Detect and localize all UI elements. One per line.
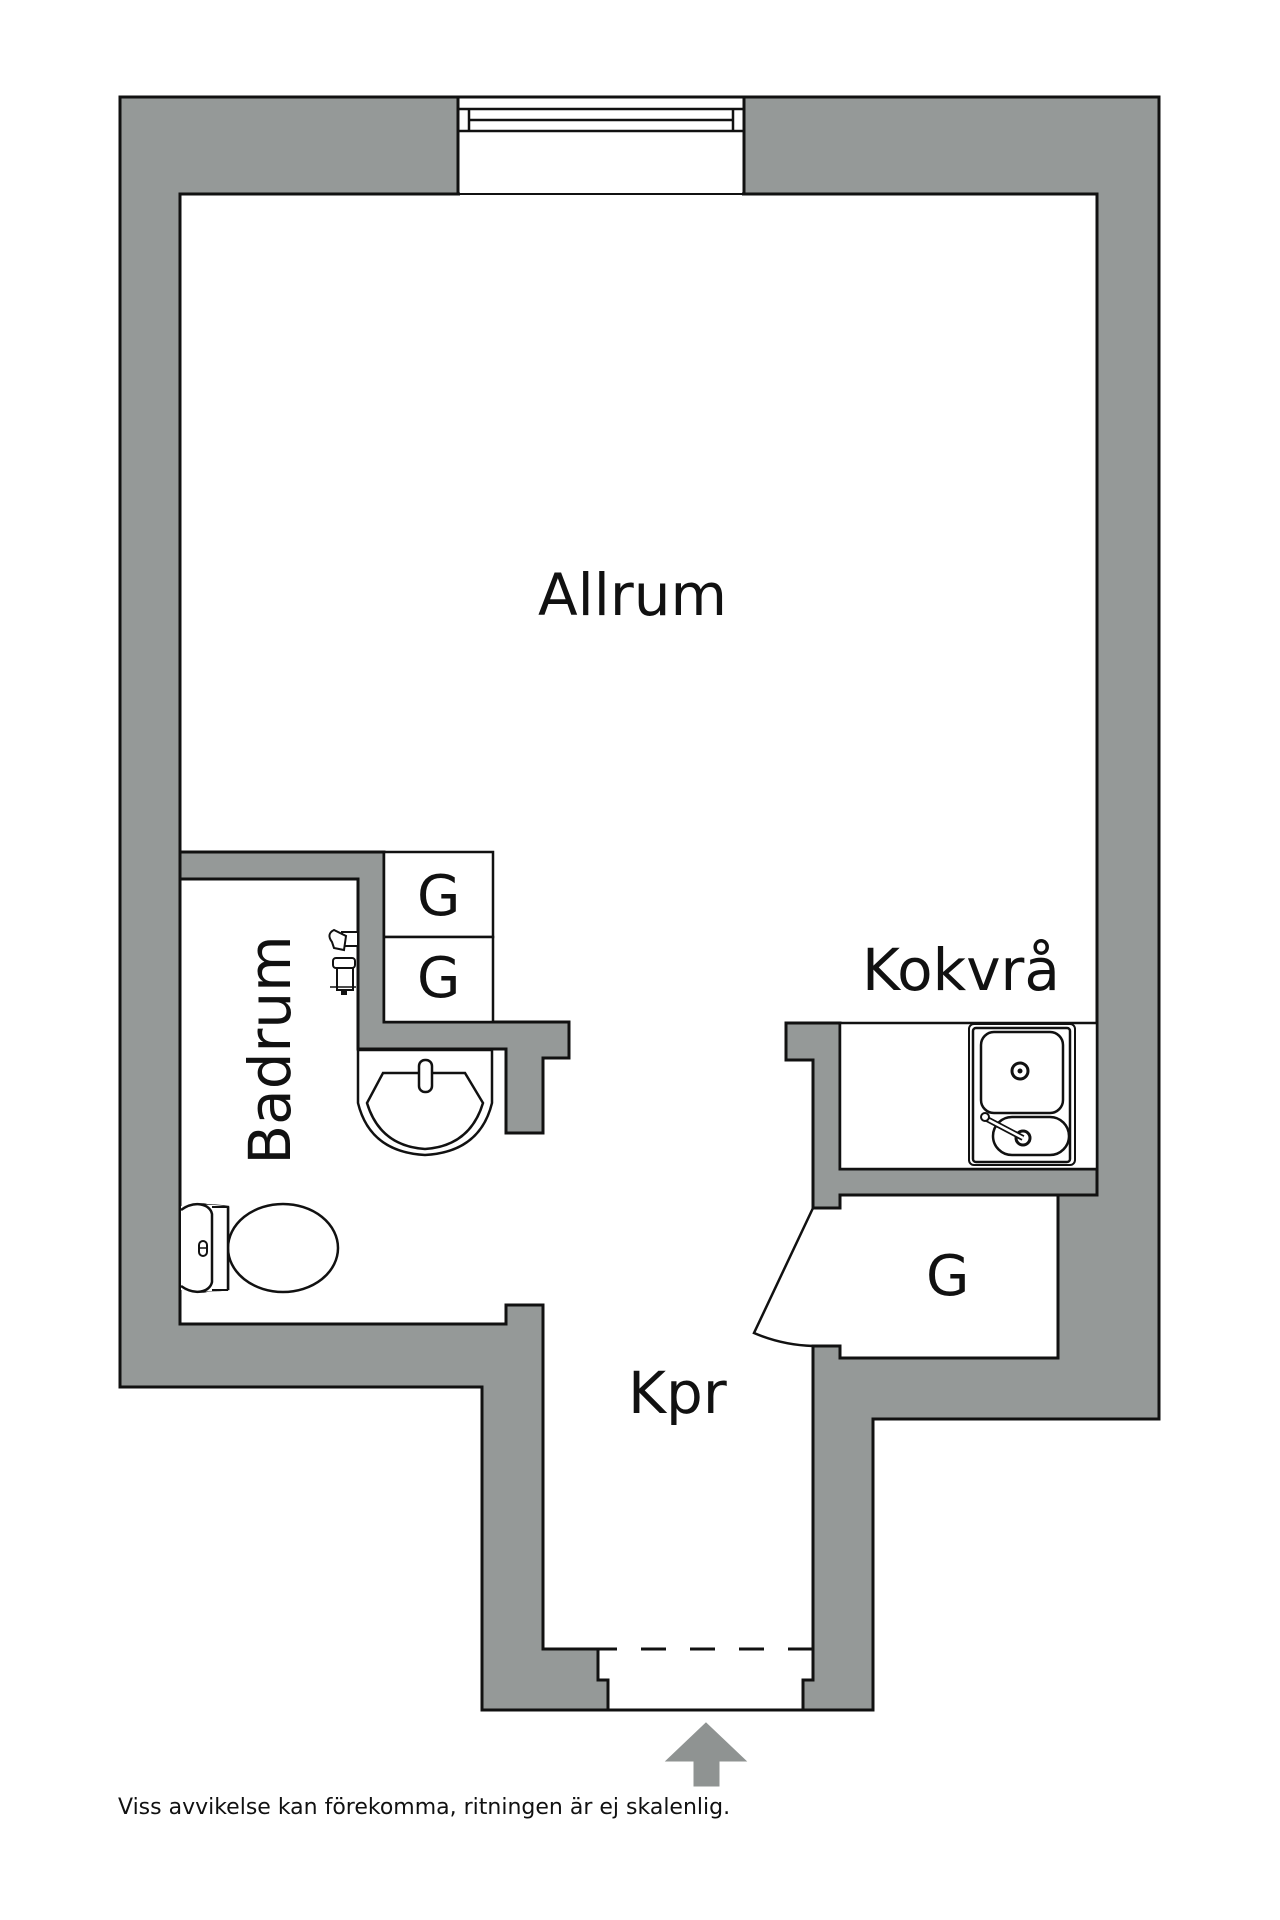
closet-label-upper: G — [417, 864, 461, 929]
window-icon — [456, 95, 746, 196]
room-label-kitchenette: Kokvrå — [862, 936, 1060, 1004]
kitchen-sink-icon — [968, 1023, 1076, 1166]
toilet-icon — [179, 1202, 340, 1294]
storage-box-lower — [382, 935, 495, 1024]
room-label-hallway: Kpr — [628, 1359, 727, 1427]
washbasin-icon — [356, 1048, 494, 1157]
closet-door-icon — [752, 1207, 815, 1348]
storage-box-upper — [382, 850, 495, 939]
closet-label-lower: G — [417, 946, 461, 1011]
room-label-bathroom: Badrum — [236, 935, 304, 1165]
closet-label-hallway: G — [926, 1244, 970, 1309]
shower-mixer-icon — [328, 928, 359, 995]
room-label-living-room: Allrum — [538, 561, 728, 629]
disclaimer-text: Viss avvikelse kan förekomma, ritningen … — [118, 1795, 731, 1820]
arrow-up-icon — [664, 1722, 748, 1787]
